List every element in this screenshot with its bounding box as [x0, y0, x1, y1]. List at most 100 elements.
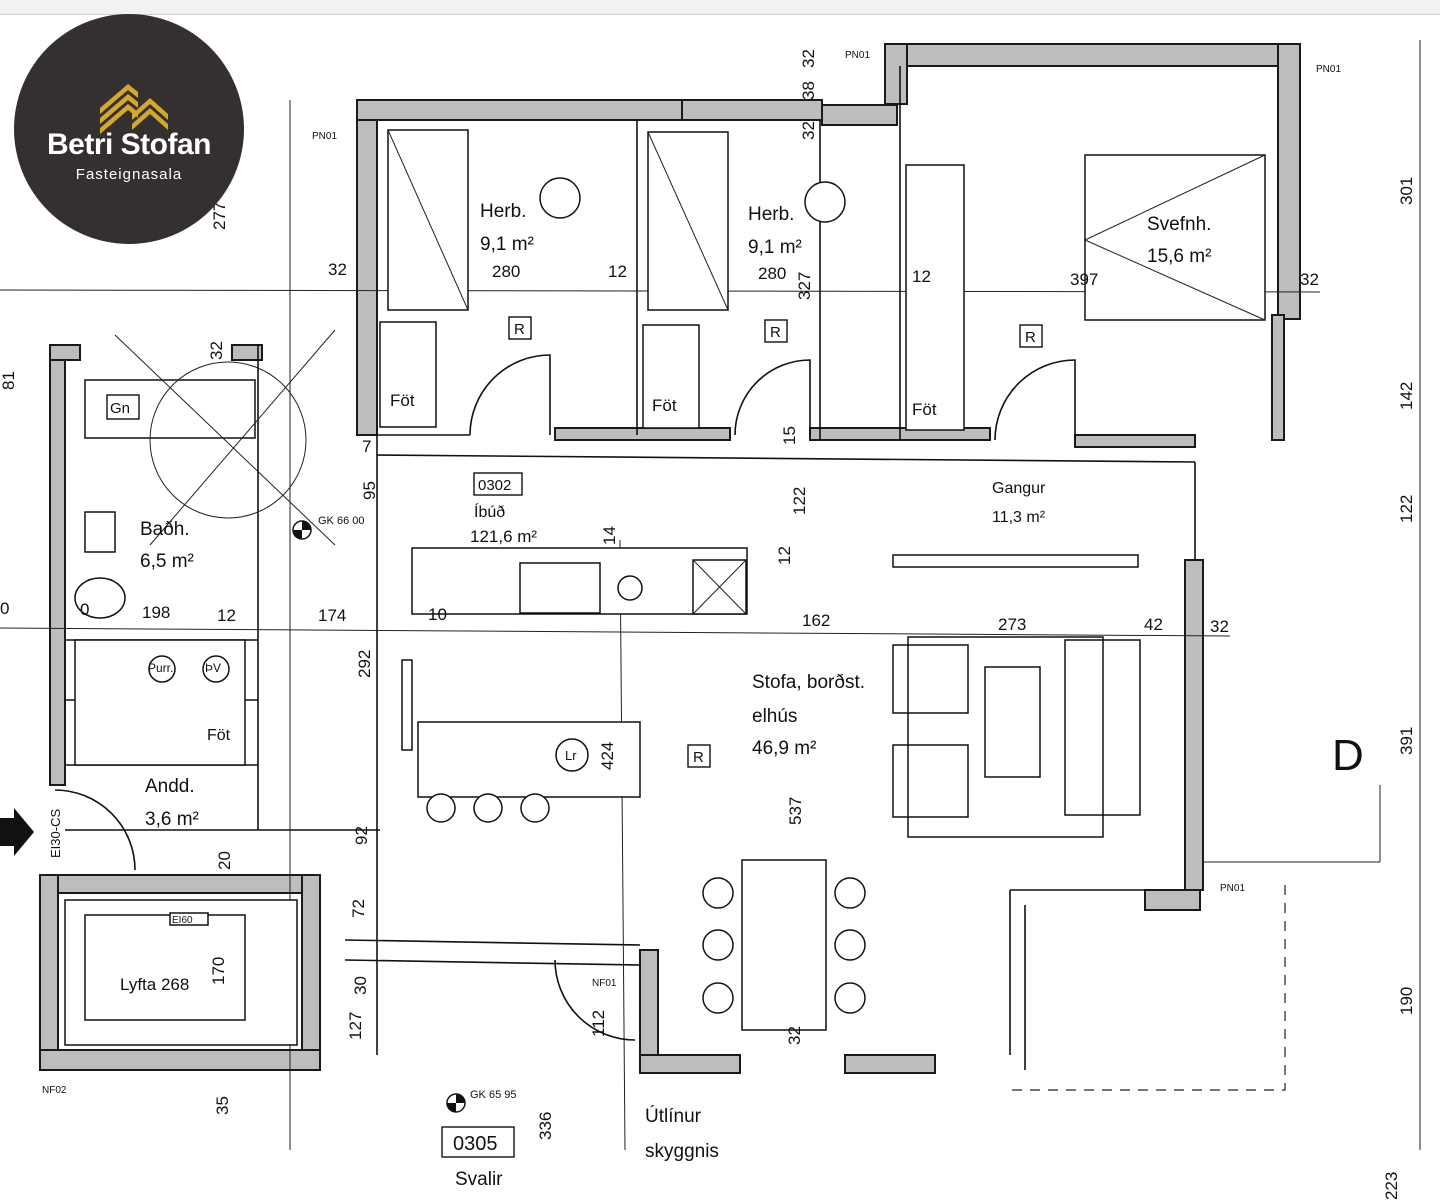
gk-label-1: GK 66 00 — [318, 515, 364, 527]
svg-text:112: 112 — [589, 1010, 608, 1037]
svg-text:32: 32 — [207, 341, 226, 360]
canopy-outline — [1010, 885, 1286, 1091]
pn01-label-3: PN01 — [312, 131, 337, 142]
logo-name: Betri Stofan — [46, 128, 212, 161]
room-andd-name: Andd. — [145, 776, 195, 797]
svg-text:10: 10 — [428, 605, 447, 624]
svg-text:32: 32 — [328, 260, 347, 279]
svg-text:81: 81 — [0, 371, 18, 390]
svg-text:Gn: Gn — [110, 400, 130, 417]
room-ibud-area: 121,6 m² — [470, 527, 537, 546]
wardrobe-label-1: Föt — [390, 391, 415, 410]
svg-text:12: 12 — [775, 546, 794, 565]
room-herb2-name: Herb. — [748, 204, 794, 225]
logo-subtitle: Fasteignasala — [75, 166, 183, 183]
svg-text:170: 170 — [209, 957, 228, 985]
room-ibud-name: Íbúð — [474, 502, 505, 521]
svg-text:20: 20 — [215, 851, 234, 870]
room-badh-area: 6,5 m² — [140, 551, 194, 572]
svg-text:301: 301 — [1397, 177, 1416, 205]
svg-text:127: 127 — [346, 1012, 365, 1040]
room-svalir-name: Svalir — [455, 1169, 503, 1190]
svg-text:32: 32 — [799, 49, 818, 68]
svg-text:122: 122 — [790, 487, 809, 515]
svg-text:162: 162 — [802, 611, 830, 630]
elevation-markers — [292, 520, 466, 1113]
room-code-box-0305: 0305 — [441, 1126, 515, 1158]
svg-text:391: 391 — [1397, 727, 1416, 755]
pn01-label-2: PN01 — [845, 50, 870, 61]
roof-logo-icon — [100, 84, 168, 134]
svg-text:223: 223 — [1382, 1172, 1401, 1200]
ei30cs-label: EI30-CS — [48, 809, 63, 858]
svg-text:280: 280 — [492, 262, 520, 281]
living-furniture — [892, 636, 1141, 838]
svg-text:0302: 0302 — [478, 477, 511, 494]
room-gangur-name: Gangur — [992, 480, 1046, 497]
dimension-labels: 277 32 280 12 280 327 12 397 32 301 142 … — [0, 49, 1416, 1200]
svg-text:0: 0 — [80, 600, 89, 619]
lr-label: Lr — [565, 748, 577, 763]
svg-text:32: 32 — [799, 121, 818, 140]
svg-text:35: 35 — [213, 1096, 232, 1115]
svg-text:12: 12 — [912, 267, 931, 286]
radiator-markers: R R R R Gn — [106, 316, 1043, 768]
svg-text:42: 42 — [1144, 615, 1163, 634]
room-svefnh-name: Svefnh. — [1147, 214, 1211, 235]
svg-text:424: 424 — [598, 742, 617, 770]
svg-text:537: 537 — [786, 797, 805, 825]
room-utlinur-line2: skyggnis — [645, 1141, 719, 1162]
room-herb1-area: 9,1 m² — [480, 234, 534, 255]
pn01-label-4: PN01 — [1220, 883, 1245, 894]
entrance-arrow — [0, 808, 34, 856]
beds — [387, 129, 1266, 321]
svg-text:72: 72 — [349, 899, 368, 918]
wardrobe-label-3: Föt — [912, 400, 937, 419]
kitchen — [401, 547, 1139, 823]
svg-text:32: 32 — [1300, 270, 1319, 289]
svg-text:280: 280 — [758, 264, 786, 283]
svg-text:273: 273 — [998, 615, 1026, 634]
svg-text:327: 327 — [795, 272, 814, 300]
dining — [702, 859, 866, 1031]
svg-text:32: 32 — [785, 1026, 804, 1045]
company-logo: Betri Stofan Fasteignasala — [14, 14, 244, 244]
door-swings — [54, 354, 1076, 1041]
room-stofa-line2: elhús — [752, 706, 797, 727]
pn01-label-1: PN01 — [1316, 64, 1341, 75]
svg-text:0: 0 — [0, 599, 9, 618]
room-herb2-area: 9,1 m² — [748, 237, 802, 258]
room-lyfta-name: Lyfta 268 — [120, 975, 189, 994]
room-svefnh-area: 15,6 m² — [1147, 246, 1211, 267]
viewer-toolbar-strip — [0, 0, 1440, 15]
ei60-label: EI60 — [172, 915, 193, 926]
purr-label: Purr. — [148, 661, 173, 675]
svg-text:292: 292 — [355, 650, 374, 678]
room-herb1-name: Herb. — [480, 201, 526, 222]
svg-text:92: 92 — [352, 826, 371, 845]
svg-text:R: R — [770, 324, 781, 341]
section-marker: D — [1332, 731, 1364, 780]
svg-text:397: 397 — [1070, 270, 1098, 289]
svg-text:174: 174 — [318, 606, 346, 625]
room-code-box-0302: 0302 — [473, 472, 523, 496]
room-stofa-area: 46,9 m² — [752, 738, 816, 759]
svg-text:R: R — [693, 749, 704, 766]
svg-text:95: 95 — [360, 481, 379, 500]
gk-label-2: GK 65 95 — [470, 1089, 516, 1101]
svg-text:198: 198 — [142, 603, 170, 622]
svg-text:190: 190 — [1397, 987, 1416, 1015]
wardrobe-label-2: Föt — [652, 396, 677, 415]
svg-text:30: 30 — [351, 976, 370, 995]
svg-text:142: 142 — [1397, 382, 1416, 410]
svg-text:7: 7 — [362, 437, 371, 456]
svg-text:336: 336 — [536, 1112, 555, 1140]
svg-text:15: 15 — [780, 426, 799, 445]
room-badh-name: Baðh. — [140, 519, 190, 540]
wardrobe-label-4: Föt — [207, 727, 231, 744]
svg-text:122: 122 — [1397, 495, 1416, 523]
svg-text:38: 38 — [799, 81, 818, 100]
pv-label: ÞV — [205, 661, 221, 675]
svg-text:32: 32 — [1210, 617, 1229, 636]
